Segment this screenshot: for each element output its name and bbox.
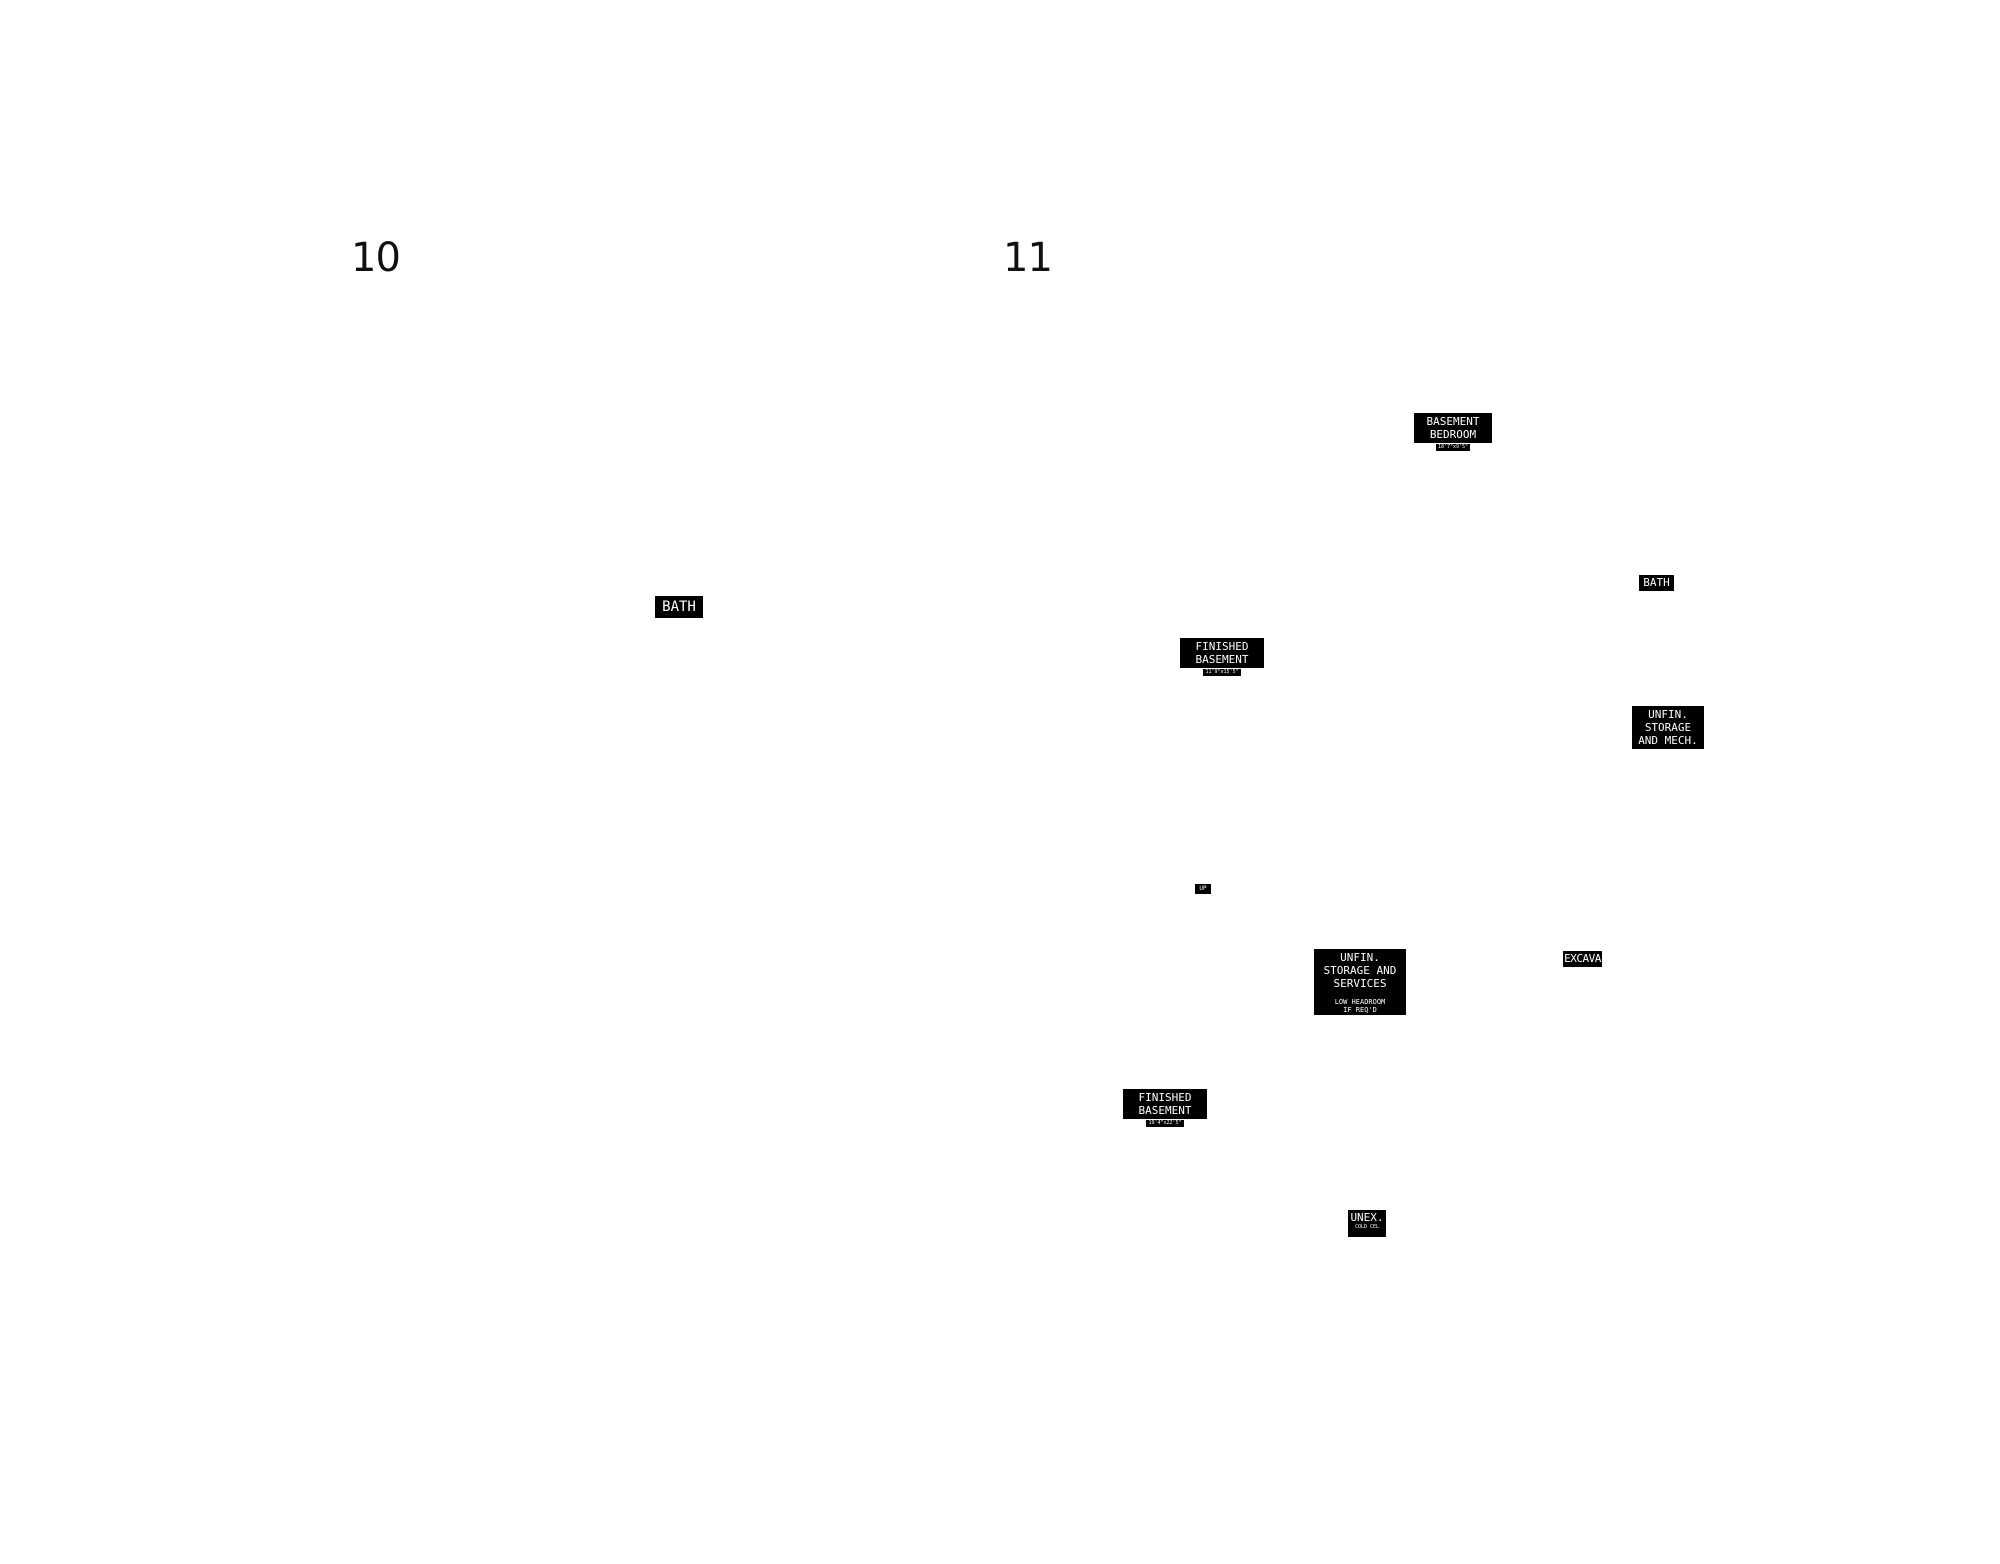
room-name: BATH: [662, 599, 696, 615]
sheet-number-10: 10: [351, 235, 401, 281]
room-name: BATH: [1643, 576, 1670, 589]
room-name: UNFIN. STORAGE AND MECH.: [1638, 708, 1698, 747]
room-dimensions: 19'4"x22'5": [1146, 1120, 1184, 1127]
room-name: FINISHED BASEMENT: [1195, 640, 1249, 666]
room-label-excava: EXCAVA: [1563, 951, 1602, 967]
room-name: UNFIN. STORAGE AND SERVICES: [1323, 951, 1397, 990]
room-label-unfin-storage-services: UNFIN. STORAGE AND SERVICES LOW HEADROOM…: [1314, 949, 1406, 1015]
room-dimensions: 18'7"x9'5": [1435, 444, 1471, 451]
room-name: UNEX.: [1350, 1211, 1384, 1224]
room-label-unex: UNEX. COLD CEL: [1348, 1210, 1386, 1237]
room-name: BASEMENT BEDROOM: [1426, 415, 1480, 441]
room-name: FINISHED BASEMENT: [1138, 1091, 1192, 1117]
sheet-number-11: 11: [1003, 235, 1053, 281]
room-label-finished-basement-2: FINISHED BASEMENT 19'4"x22'5": [1123, 1089, 1207, 1127]
room-name: EXCAVA: [1564, 952, 1601, 965]
room-label-basement-bedroom: BASEMENT BEDROOM 18'7"x9'5": [1414, 413, 1492, 451]
room-label-bath-left: BATH: [655, 596, 703, 618]
room-note: LOW HEADROOM IF REQ'D: [1334, 998, 1386, 1014]
stair-direction: UP: [1199, 885, 1207, 892]
room-label-bath-right: BATH: [1639, 575, 1674, 591]
room-label-unfin-storage-mech: UNFIN. STORAGE AND MECH.: [1632, 706, 1704, 749]
stair-up-label: UP: [1195, 884, 1211, 894]
room-dimensions: 11'9"x15'5": [1203, 669, 1241, 676]
room-dimensions: COLD CEL: [1348, 1224, 1386, 1231]
room-label-finished-basement-1: FINISHED BASEMENT 11'9"x15'5": [1180, 638, 1264, 676]
